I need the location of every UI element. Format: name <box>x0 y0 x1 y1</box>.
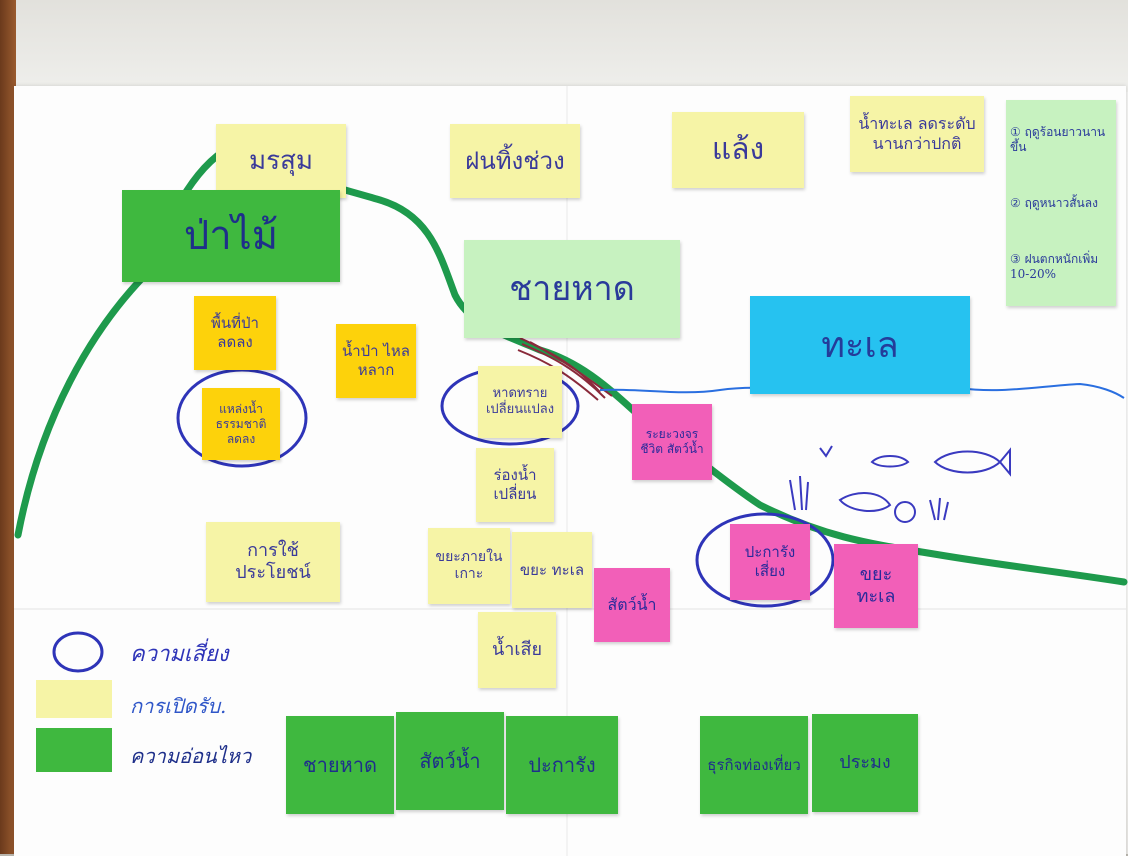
note-sand-change: หาดทราย เปลี่ยนแปลง <box>478 366 562 438</box>
note-drought-text: แล้ง <box>711 132 765 168</box>
note-water-source-text: แหล่งน้ำ ธรรมชาติ ลดลง <box>215 401 267 446</box>
note-island-waste: ขยะภายใน เกาะ <box>428 528 510 604</box>
note-island-waste-text: ขยะภายใน เกาะ <box>435 548 503 583</box>
paper-fold-horizontal <box>14 608 1126 610</box>
note-aquatic-text: สัตว์น้ำ <box>607 595 657 614</box>
bottom-note-fishery: ประมง <box>812 714 918 812</box>
note-sea-waste-2-text: ขยะ ทะเล <box>856 563 896 608</box>
bottom-note-beach: ชายหาด <box>286 716 394 814</box>
bottom-note-fishery-text: ประมง <box>839 751 891 773</box>
note-forest-water-text: น้ำป่า ไหลหลาก <box>341 342 410 379</box>
legend-sensitivity-label: ความอ่อนไหว <box>130 744 252 768</box>
legend-exposure-swatch <box>36 680 112 718</box>
note-side-list: ① ฤดูร้อนยาวนาน ขึ้น ② ฤดูหนาวสั้นลง ③ ฝ… <box>1006 100 1116 306</box>
note-sea-level: น้ำทะเล ลดระดับ นานกว่าปกติ <box>850 96 984 172</box>
note-aquatic-change-text: ระยะวงจรชีวิต สัตว์น้ำ <box>640 427 704 456</box>
note-aquatic-change: ระยะวงจรชีวิต สัตว์น้ำ <box>632 404 712 480</box>
fish-drawings <box>789 445 1011 523</box>
note-forest-decrease: พื้นที่ป่า ลดลง <box>194 296 276 370</box>
note-rain-gap-text: ฝนทิ้งช่วง <box>465 147 565 175</box>
note-sea-waste-2: ขยะ ทะเล <box>834 544 918 628</box>
legend-risk-label: ความเสี่ยง <box>130 642 229 667</box>
note-land-use: การใช้ประโยชน์ <box>206 522 340 602</box>
side-note-1: ① ฤดูร้อนยาวนาน ขึ้น <box>1010 124 1106 154</box>
bottom-note-tourism-text: ธุรกิจท่องเที่ยว <box>707 755 801 774</box>
bottom-note-tourism: ธุรกิจท่องเที่ยว <box>700 716 808 814</box>
note-monsoon: มรสุม <box>216 124 346 198</box>
note-beach-text: ชายหาด <box>509 268 635 309</box>
legend-risk-circle <box>52 631 104 673</box>
note-wastewater-text: น้ำเสีย <box>491 638 543 660</box>
note-aquatic: สัตว์น้ำ <box>594 568 670 642</box>
risk-circle-coral <box>695 512 835 608</box>
note-forest: ป่าไม้ <box>122 190 340 282</box>
note-coral-risk-text: ปะการัง เสี่ยง <box>744 543 796 580</box>
bottom-note-coral-text: ปะการัง <box>528 752 596 777</box>
side-note-2: ② ฤดูหนาวสั้นลง <box>1010 195 1098 210</box>
bottom-note-coral: ปะการัง <box>506 716 618 814</box>
bottom-note-aquatic: สัตว์น้ำ <box>396 712 504 810</box>
note-beach: ชายหาด <box>464 240 680 338</box>
bottom-note-beach-text: ชายหาด <box>303 752 377 777</box>
paper-fold-vertical <box>566 86 568 856</box>
note-forest-text: ป่าไม้ <box>183 213 279 259</box>
note-sea: ทะเล <box>750 296 970 394</box>
note-coral-risk: ปะการัง เสี่ยง <box>730 524 810 600</box>
note-channel-shift: ร่องน้ำ เปลี่ยน <box>476 448 554 522</box>
legend-sensitivity-swatch <box>36 728 112 772</box>
side-note-3: ③ ฝนตกหนักเพิ่ม 10-20% <box>1010 251 1099 281</box>
risk-circle-water <box>176 368 308 468</box>
note-sand-change-text: หาดทราย เปลี่ยนแปลง <box>485 385 555 417</box>
note-sea-waste-1: ขยะ ทะเล <box>512 532 592 608</box>
bottom-note-aquatic-text: สัตว์น้ำ <box>419 748 481 773</box>
note-monsoon-text: มรสุม <box>248 145 314 176</box>
note-water-source: แหล่งน้ำ ธรรมชาติ ลดลง <box>202 388 280 460</box>
note-sea-text: ทะเล <box>821 324 899 366</box>
wall-top <box>0 0 1128 92</box>
note-forest-decrease-text: พื้นที่ป่า ลดลง <box>211 314 259 351</box>
note-land-use-text: การใช้ประโยชน์ <box>235 539 311 584</box>
note-sea-waste-1-text: ขยะ ทะเล <box>519 560 585 579</box>
note-channel-shift-text: ร่องน้ำ เปลี่ยน <box>493 466 537 503</box>
note-sea-level-text: น้ำทะเล ลดระดับ นานกว่าปกติ <box>858 114 976 153</box>
note-drought: แล้ง <box>672 112 804 188</box>
note-wastewater: น้ำเสีย <box>478 612 556 688</box>
note-rain-gap: ฝนทิ้งช่วง <box>450 124 580 198</box>
legend-exposure-label: การเปิดรับ. <box>130 694 227 718</box>
note-forest-water: น้ำป่า ไหลหลาก <box>336 324 416 398</box>
door-frame <box>0 0 16 854</box>
